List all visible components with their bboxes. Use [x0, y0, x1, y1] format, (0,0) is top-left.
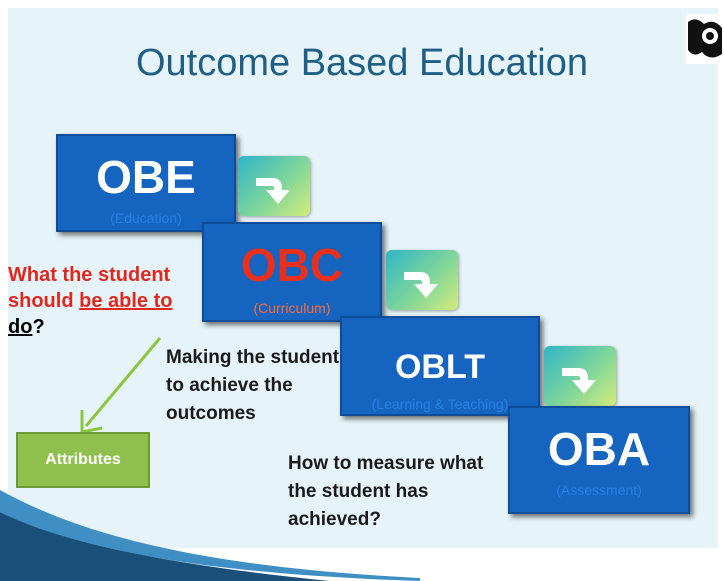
- obe-box: OBE (Education): [56, 134, 236, 232]
- curved-arrow-icon: [256, 178, 290, 204]
- question-text: What the student should be able to do?: [8, 262, 172, 340]
- oba-note-line: achieved?: [288, 509, 381, 530]
- obc-box: OBC (Curriculum): [202, 222, 382, 322]
- oba-sublabel: (Assessment): [556, 482, 642, 498]
- logo: [686, 14, 724, 64]
- oblt-sublabel: (Learning & Teaching): [371, 396, 509, 412]
- oba-note-line: How to measure what: [288, 453, 484, 474]
- obc-sublabel: (Curriculum): [253, 300, 331, 316]
- question-line-2a: should: [8, 290, 80, 312]
- oba-box: OBA (Assessment): [508, 406, 690, 514]
- oblt-label: OBLT: [394, 348, 485, 386]
- curved-arrow-icon: [404, 272, 438, 298]
- arrow-button-3: [544, 346, 616, 406]
- arrow-button-1: [238, 156, 310, 216]
- gear-icon: [688, 19, 722, 58]
- obe-label: OBE: [96, 151, 196, 203]
- pointer-arrow: [80, 337, 162, 434]
- arrow-button-2: [386, 250, 458, 310]
- obc-note-line: to achieve the: [166, 375, 293, 396]
- obc-note-line: Making the student: [166, 347, 340, 368]
- question-line-3b: ?: [32, 316, 45, 338]
- obc-note-line: outcomes: [166, 403, 256, 424]
- question-line-3a: do: [8, 316, 33, 338]
- attributes-box: Attributes: [16, 432, 150, 488]
- oba-note-line: the student has: [288, 481, 429, 502]
- slide-title: Outcome Based Education: [135, 42, 589, 84]
- obc-note: Making the student to achieve the outcom…: [166, 344, 339, 428]
- question-line-2b: be able to: [79, 290, 173, 312]
- obe-sublabel: (Education): [110, 210, 182, 226]
- swoosh-decoration: [0, 490, 420, 581]
- obc-label: OBC: [240, 239, 344, 291]
- question-line-2: should be able to: [8, 288, 172, 314]
- oblt-box: OBLT (Learning & Teaching): [340, 316, 540, 416]
- oba-label: OBA: [547, 423, 651, 475]
- question-line-3: do?: [8, 314, 172, 340]
- oba-note: How to measure what the student has achi…: [288, 450, 483, 534]
- question-line-1: What the student: [8, 264, 171, 286]
- curved-arrow-icon: [562, 368, 596, 394]
